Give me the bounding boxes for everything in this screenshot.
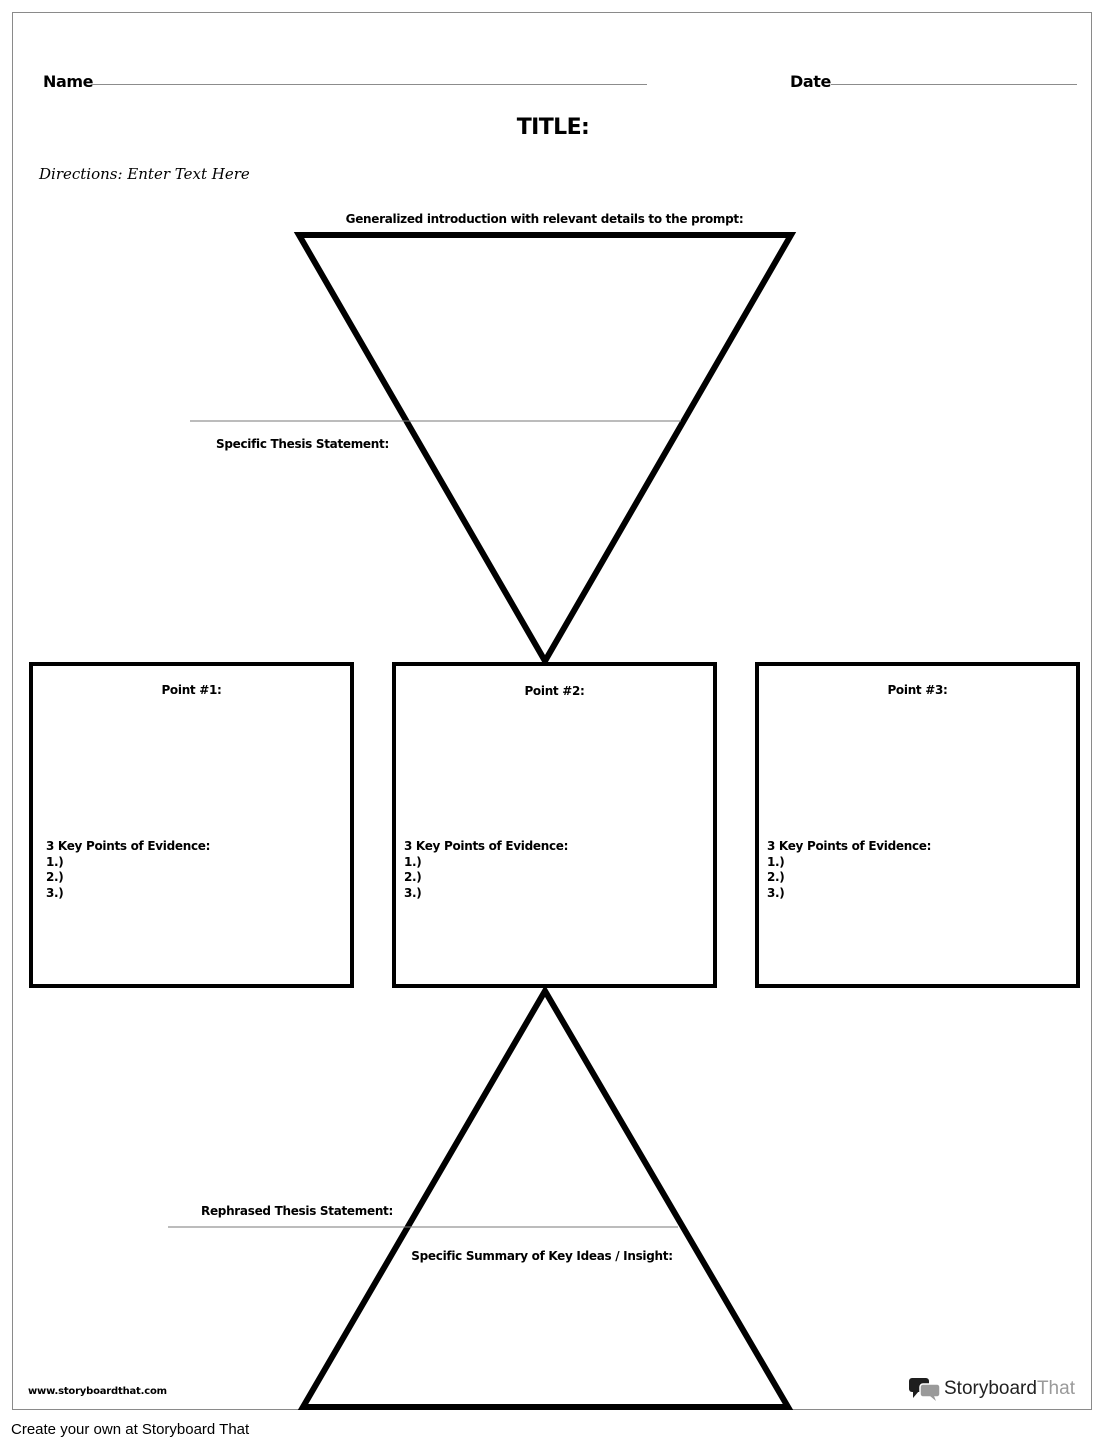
page-title: TITLE: [516, 115, 590, 140]
point-title-2: Point #2: [524, 684, 585, 698]
evidence-list-2: 3 Key Points of Evidence: 1.) 2.) 3.) [404, 839, 568, 901]
conclusion-triangle [297, 985, 794, 1410]
speech-bubbles-icon [909, 1378, 941, 1401]
evidence-item: 1.) [46, 854, 64, 869]
name-line [91, 84, 647, 85]
directions-text: Directions: Enter Text Here [39, 165, 250, 183]
footer-url[interactable]: www.storyboardthat.com [28, 1386, 167, 1397]
evidence-item: 1.) [404, 854, 422, 869]
evidence-heading-1: 3 Key Points of Evidence: [46, 839, 211, 853]
point-box-3: Point #3: 3 Key Points of Evidence: 1.) … [755, 662, 1080, 988]
evidence-list-1: 3 Key Points of Evidence: 1.) 2.) 3.) [46, 839, 210, 901]
evidence-item: 1.) [767, 854, 785, 869]
logo-word-dark: Storyboard [944, 1378, 1037, 1399]
name-label: Name [43, 72, 94, 91]
evidence-heading-3: 3 Key Points of Evidence: [767, 839, 932, 853]
date-line [831, 84, 1077, 85]
evidence-item: 3.) [767, 885, 785, 900]
evidence-item: 3.) [404, 885, 422, 900]
evidence-item: 3.) [46, 885, 64, 900]
point-title-1: Point #1: [161, 683, 222, 697]
create-your-own-link[interactable]: Create your own at Storyboard That [11, 1421, 250, 1438]
date-label: Date [790, 72, 831, 91]
logo-wordmark: StoryboardThat [944, 1378, 1075, 1400]
thesis-label: Specific Thesis Statement: [216, 437, 389, 451]
intro-inverted-triangle [293, 232, 797, 667]
evidence-heading-2: 3 Key Points of Evidence: [404, 839, 569, 853]
intro-heading: Generalized introduction with relevant d… [345, 212, 744, 226]
storyboardthat-logo[interactable]: StoryboardThat [908, 1375, 1075, 1403]
worksheet-page: Name Date TITLE: Directions: Enter Text … [12, 12, 1092, 1410]
summary-label: Specific Summary of Key Ideas / Insight: [411, 1249, 673, 1263]
evidence-item: 2.) [46, 870, 64, 884]
logo-word-light: That [1036, 1378, 1075, 1399]
organizer-shapes [168, 232, 797, 1410]
evidence-item: 2.) [767, 870, 785, 884]
point-box-2: Point #2: 3 Key Points of Evidence: 1.) … [392, 662, 717, 988]
evidence-list-3: 3 Key Points of Evidence: 1.) 2.) 3.) [767, 839, 931, 901]
point-box-1: Point #1: 3 Key Points of Evidence: 1.) … [29, 662, 354, 988]
evidence-item: 2.) [404, 870, 422, 884]
rephrased-thesis-label: Rephrased Thesis Statement: [201, 1204, 393, 1218]
point-title-3: Point #3: [887, 683, 948, 697]
